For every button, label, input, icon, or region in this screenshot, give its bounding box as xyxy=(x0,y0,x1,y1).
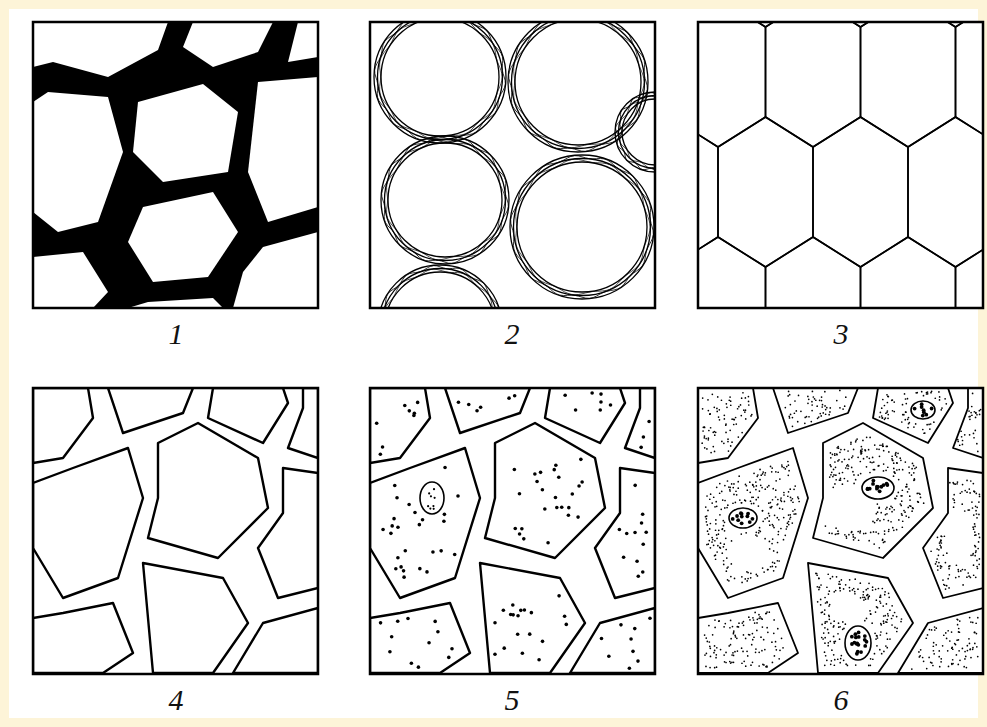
panel-number: 6 xyxy=(816,684,866,716)
panel-number: 5 xyxy=(487,684,537,716)
panel-number: 1 xyxy=(151,318,201,350)
double-wall-panel xyxy=(33,388,318,674)
panel-number: 3 xyxy=(816,318,866,350)
panel-number: 2 xyxy=(487,318,537,350)
panel-frame xyxy=(370,22,655,308)
panel-number: 4 xyxy=(151,684,201,716)
panel-frame xyxy=(370,388,655,674)
panel-frame xyxy=(698,22,983,308)
cytoplasm-panel xyxy=(370,388,655,674)
layered-wall-panel xyxy=(370,11,695,389)
panel-frame xyxy=(33,22,318,308)
nucleus-panel xyxy=(698,388,983,674)
panel-frame xyxy=(33,388,318,674)
thick-wall-panel xyxy=(33,22,318,308)
panel-frame xyxy=(698,388,983,674)
